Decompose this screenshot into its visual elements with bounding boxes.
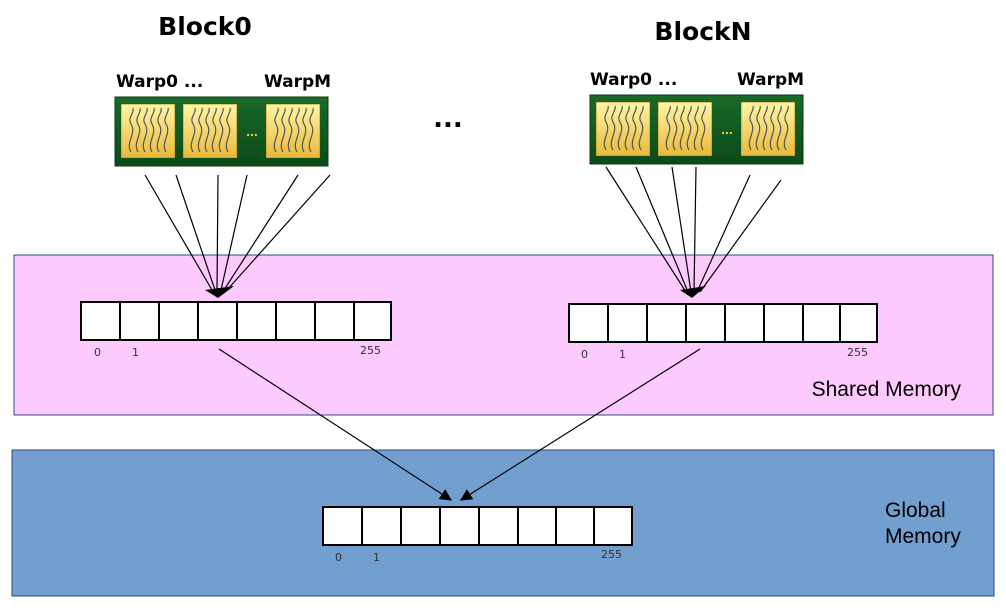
index-label: 1: [619, 348, 626, 361]
block-n-warp-last-label: WarpM: [737, 70, 804, 90]
block-n-thread-lines: [605, 166, 782, 298]
thread-warp-icon: [596, 102, 650, 156]
block-n-title: BlockN: [654, 17, 751, 46]
warp-dots: ...: [721, 121, 733, 137]
global-memory-label-line2: Memory: [885, 525, 961, 548]
thread-warp-icon: [658, 102, 712, 156]
index-label: 255: [847, 346, 868, 359]
thread-warp-icon: [741, 102, 795, 156]
shared-array-0: 0 1 255: [80, 301, 392, 359]
thread-warp-icon: [121, 104, 175, 158]
block-0-chip: ...: [114, 96, 329, 167]
thread-warp-icon: [183, 104, 237, 158]
blocks-ellipsis: ...: [433, 104, 463, 134]
block-0-warp-first-label: Warp0 ...: [116, 72, 203, 92]
index-label: 0: [335, 551, 342, 564]
block-0-title: Block0: [158, 12, 252, 41]
index-label: 1: [373, 551, 380, 564]
thread-warp-icon: [266, 104, 320, 158]
index-label: 0: [581, 348, 588, 361]
block-n: BlockN Warp0 ... WarpM ...: [589, 17, 804, 165]
shared-to-global-arrows: [218, 348, 701, 501]
index-label: 255: [360, 344, 381, 357]
block-0-thread-lines: [144, 174, 331, 298]
block-n-chip: ...: [589, 94, 804, 165]
block-n-warp-first-label: Warp0 ...: [590, 70, 677, 90]
index-label: 255: [601, 548, 622, 561]
global-array: 0 1 255: [322, 506, 633, 564]
warp-dots: ...: [246, 123, 258, 139]
shared-array-n: 0 1 255: [568, 303, 878, 361]
index-label: 1: [132, 346, 139, 359]
block-0: Block0 Warp0 ... WarpM ...: [114, 12, 331, 167]
shared-memory-label: Shared Memory: [812, 378, 962, 401]
global-memory-label-line1: Global: [885, 499, 946, 522]
block-0-warp-last-label: WarpM: [264, 72, 331, 92]
index-label: 0: [94, 346, 101, 359]
